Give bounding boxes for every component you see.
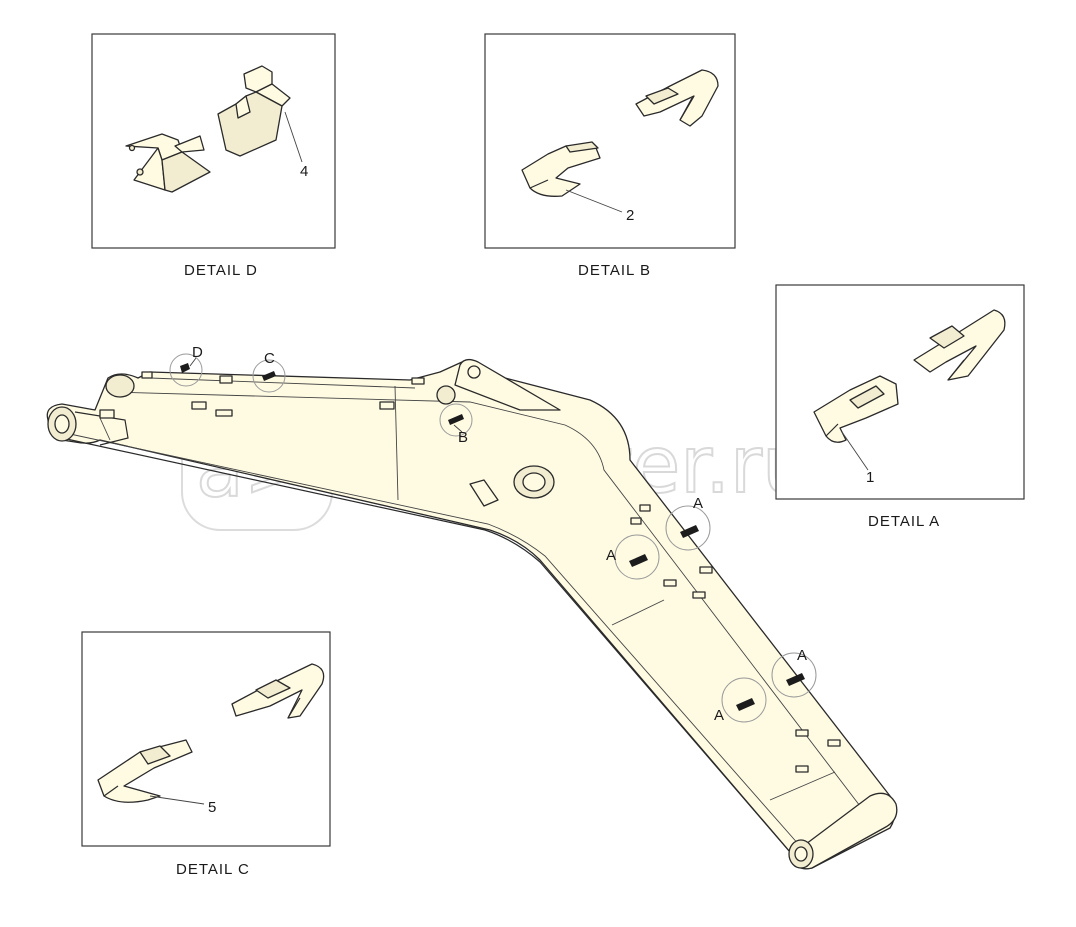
detail-c: 5 DETAIL C (81, 631, 331, 878)
top-wear-pads (99, 371, 841, 773)
detail-d-callout: 4 (300, 163, 308, 180)
detail-c-part-bottom (97, 739, 193, 803)
detail-a-part-bottom (813, 375, 899, 443)
marker-a-2: A (606, 547, 616, 564)
detail-a-title: DETAIL A (868, 513, 940, 530)
marker-c: C (264, 350, 275, 367)
callout-circles (169, 353, 817, 723)
detail-b-part-bottom (521, 141, 601, 197)
detail-d-part-right (217, 65, 291, 157)
detail-a-callout: 1 (866, 469, 874, 486)
detail-b: 2 DETAIL B (484, 33, 736, 279)
marker-a-4: A (714, 707, 724, 724)
detail-d: 4 DETAIL D (91, 33, 336, 279)
detail-b-title: DETAIL B (578, 262, 651, 279)
marker-b: B (458, 429, 468, 446)
detail-d-part-left (125, 133, 211, 193)
marker-a-1: A (693, 495, 703, 512)
detail-b-callout: 2 (626, 207, 634, 224)
detail-c-title: DETAIL C (176, 861, 250, 878)
marker-a-3: A (797, 647, 807, 664)
detail-c-part-top (231, 663, 325, 719)
marker-d: D (192, 344, 203, 361)
detail-c-callout: 5 (208, 799, 216, 816)
boom-assembly: D C B A A A A (46, 344, 898, 870)
detail-a-part-top (913, 309, 1006, 381)
detail-b-part-top (635, 69, 719, 127)
detail-a: 1 DETAIL A (775, 284, 1025, 530)
detail-d-title: DETAIL D (184, 262, 258, 279)
